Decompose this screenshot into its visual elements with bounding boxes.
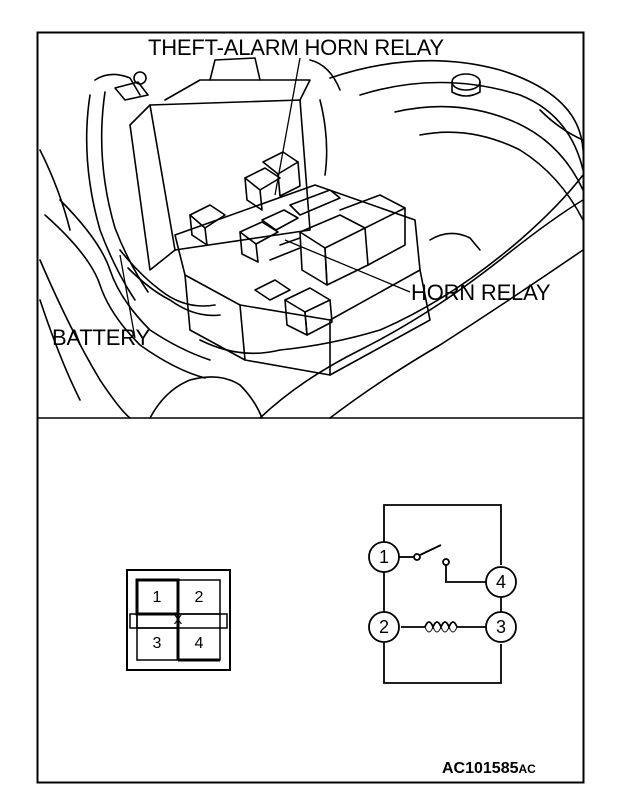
relay-schematic bbox=[368, 504, 517, 684]
connector-pin-3: 3 bbox=[152, 635, 162, 652]
connector-pin-2: 2 bbox=[194, 589, 204, 606]
terminal-2-number: 2 bbox=[378, 617, 389, 637]
theft-alarm-horn-relay-label: THEFT-ALARM HORN RELAY bbox=[148, 35, 444, 60]
horn-relay-label: HORN RELAY bbox=[411, 280, 551, 305]
figure-code-suffix: AC bbox=[518, 762, 536, 776]
connector-key-mark: X bbox=[173, 612, 183, 627]
battery-label: BATTERY bbox=[52, 325, 151, 350]
connector-face bbox=[126, 569, 231, 671]
terminal-2-circle bbox=[368, 611, 400, 643]
connector-pin-4: 4 bbox=[194, 635, 204, 652]
terminal-3-number: 3 bbox=[495, 617, 506, 637]
terminal-3-circle bbox=[485, 611, 517, 643]
terminal-4-number: 4 bbox=[495, 572, 506, 592]
connector-pin-1: 1 bbox=[152, 589, 162, 606]
terminal-1-number: 1 bbox=[378, 547, 389, 567]
terminal-4-circle bbox=[485, 566, 517, 598]
figure-code: AC101585AC bbox=[442, 758, 536, 780]
figure-border bbox=[36, 31, 585, 784]
engine-bay-drawing bbox=[39, 57, 584, 419]
leader-lines bbox=[119, 57, 411, 339]
figure-code-main: AC101585 bbox=[442, 760, 519, 777]
terminal-1-circle bbox=[368, 541, 400, 573]
